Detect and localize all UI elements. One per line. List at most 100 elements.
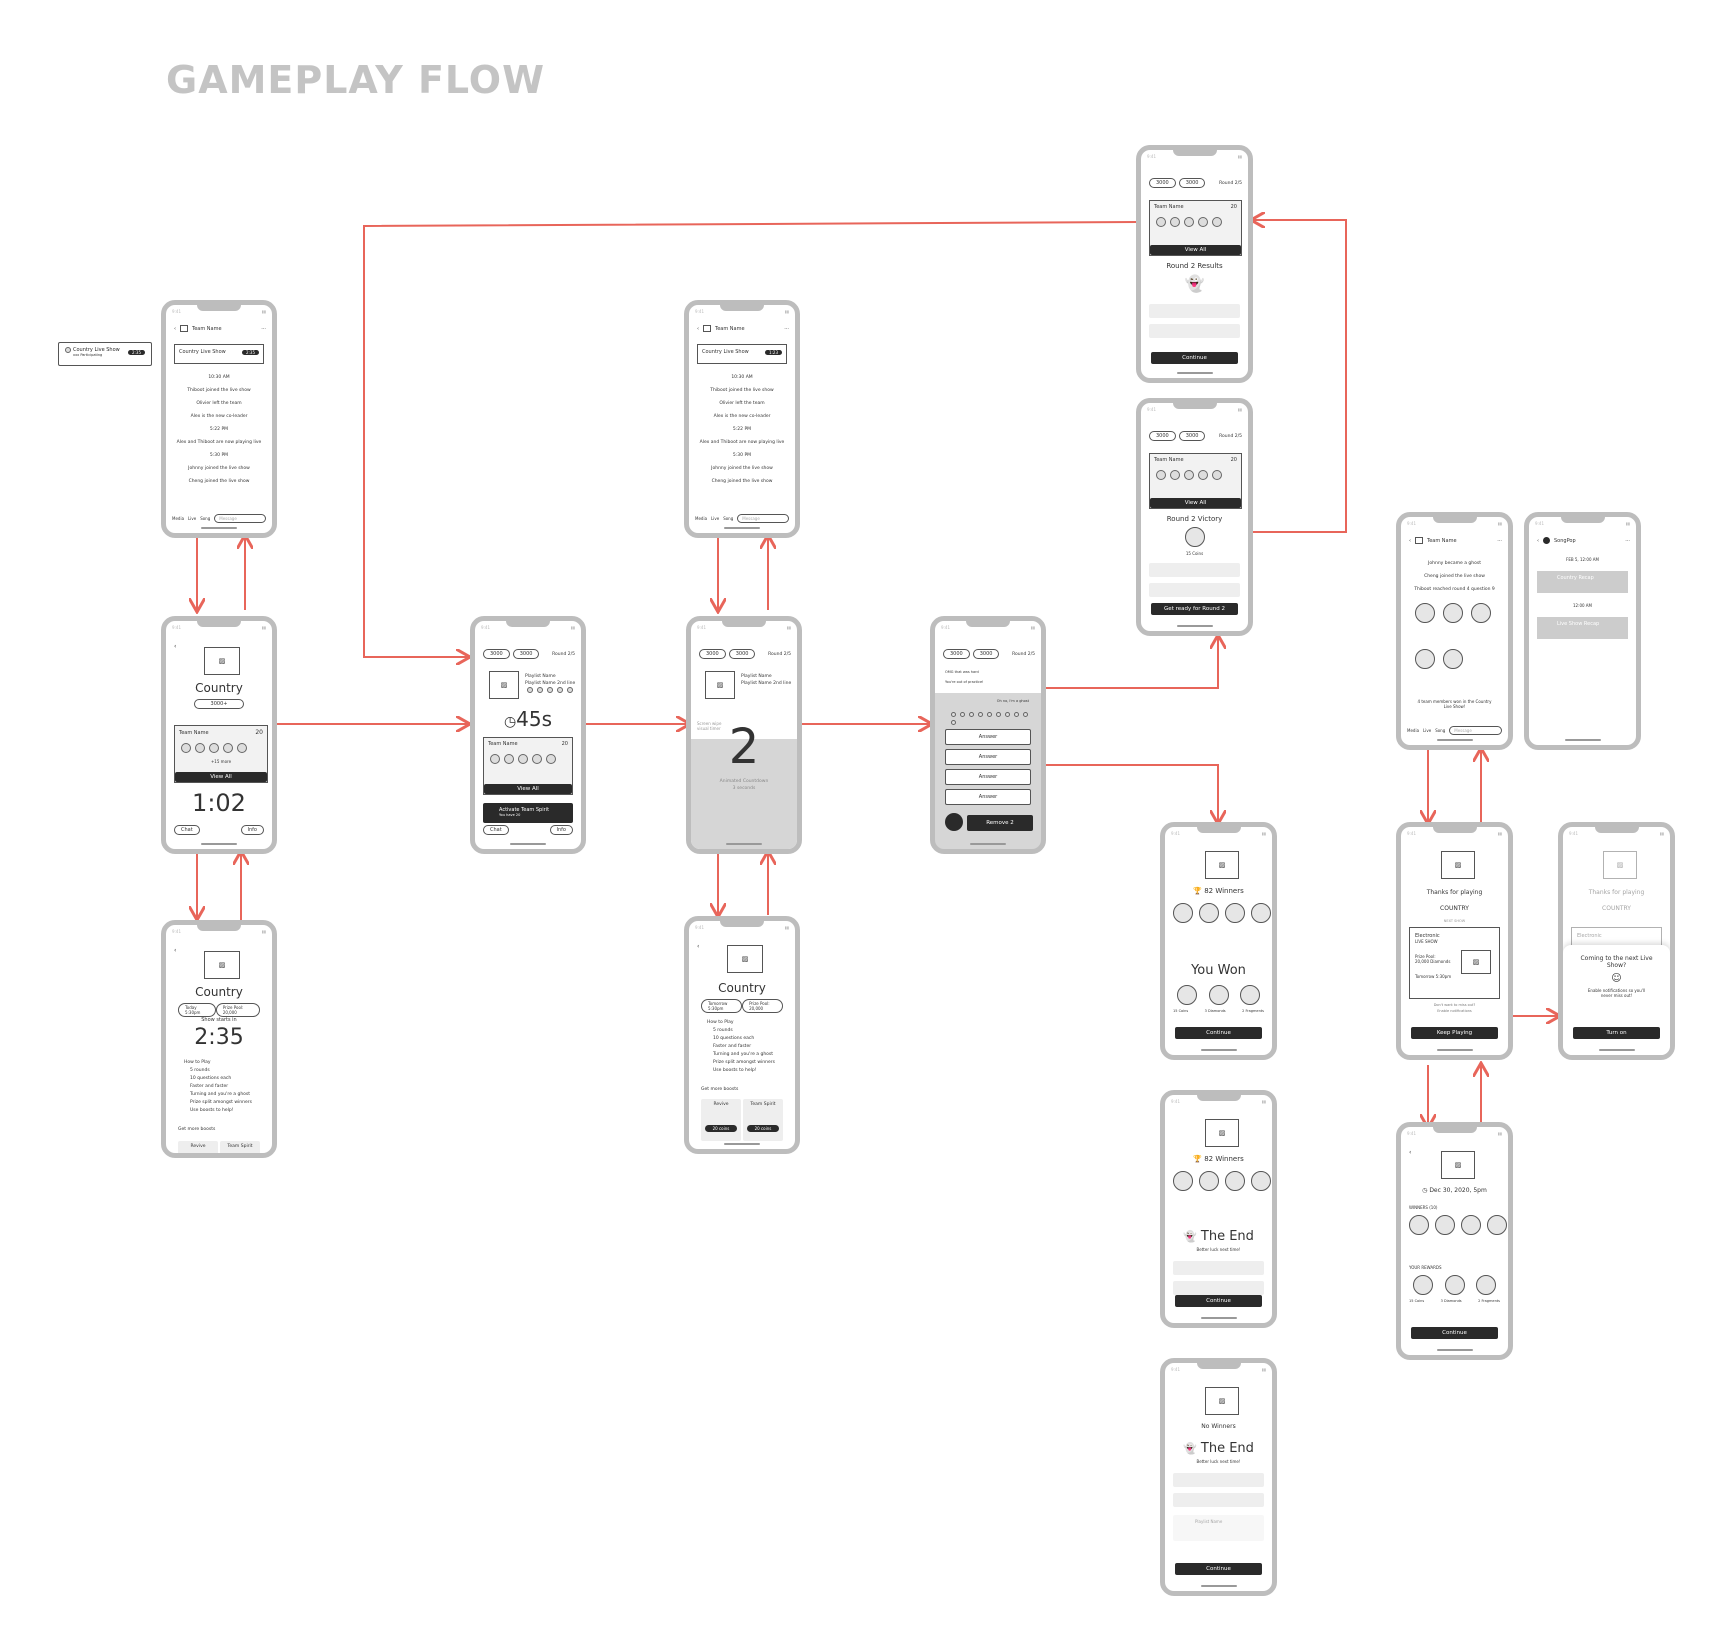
nav-live[interactable]: Live — [188, 516, 197, 521]
info-button[interactable]: Info — [240, 825, 264, 835]
coins-pill: 3000 — [483, 649, 510, 659]
result-row — [1149, 563, 1240, 577]
continue-button[interactable]: Continue — [1175, 1027, 1262, 1039]
team-name: Team Name — [1154, 457, 1184, 463]
continue-button[interactable]: Continue — [1175, 1563, 1262, 1575]
view-all-button[interactable]: View All — [175, 772, 267, 782]
more-icon[interactable]: ··· — [261, 325, 266, 332]
round-label: Round 2/5 — [768, 651, 791, 657]
live-show-banner[interactable]: Country Live Show 2:35 — [174, 344, 264, 364]
boost-team-spirit[interactable]: Team Spirit 20 coins — [743, 1099, 783, 1141]
genre-image: ▨ — [1441, 851, 1475, 879]
back-icon[interactable]: ‹ — [174, 325, 176, 332]
nav-media[interactable]: Media — [695, 516, 708, 521]
answer-option[interactable]: Answer — [945, 769, 1031, 785]
back-icon[interactable]: ‹ — [697, 943, 700, 950]
live-show-banner[interactable]: Country Live Show 1:23 — [697, 344, 787, 364]
boost-revive[interactable]: Revive 20 coins — [701, 1099, 741, 1141]
answer-option[interactable]: Answer — [945, 729, 1031, 745]
message-input[interactable]: Message — [214, 514, 266, 523]
boost-team-spirit[interactable]: Team Spirit — [220, 1141, 260, 1153]
thanks-genre: COUNTRY — [1440, 905, 1469, 912]
activate-label: Activate Team Spirit — [499, 807, 550, 813]
phone-songpop: 9:41▮▮ ‹ SongPop ··· FEB 5, 12:00 AM Cou… — [1524, 512, 1641, 750]
arrow-question-to-victory — [1045, 637, 1218, 689]
team-score: 20 — [255, 729, 263, 736]
show-badge: 1:23 — [765, 350, 782, 355]
message-input[interactable]: Message — [737, 514, 789, 523]
next-show-card[interactable]: Electronic LIVE SHOW Prize Pool: 20,000 … — [1409, 927, 1500, 999]
coin-icon — [1184, 527, 1205, 547]
reward-label: 2 Fragments — [1242, 1009, 1264, 1013]
remove-two-button[interactable]: Remove 2 — [967, 815, 1033, 831]
more-icon[interactable]: ··· — [1625, 537, 1630, 544]
boost-price[interactable]: 20 coins — [747, 1125, 779, 1132]
info-button[interactable]: Info — [549, 825, 573, 835]
chat-button[interactable]: Chat — [483, 825, 509, 835]
view-all-button[interactable]: View All — [484, 784, 572, 794]
nav-live[interactable]: Live — [1423, 728, 1432, 733]
turn-on-button[interactable]: Turn on — [1573, 1027, 1660, 1039]
more-icon[interactable]: ··· — [784, 325, 789, 332]
nav-media[interactable]: Media — [1407, 728, 1420, 733]
live-show-recap-card[interactable]: Live Show Recap — [1537, 617, 1628, 639]
howto-item: Prize split amongst winners — [190, 1100, 252, 1105]
answer-option[interactable]: Answer — [945, 789, 1031, 805]
team-score: 20 — [1230, 204, 1237, 210]
back-icon[interactable]: ‹ — [1537, 537, 1539, 544]
chip-label: Country Live Show — [73, 347, 120, 353]
keep-playing-button[interactable]: Keep Playing — [1411, 1027, 1498, 1039]
nav-song[interactable]: Song — [723, 516, 734, 521]
chat-button[interactable]: Chat — [174, 825, 200, 835]
songpop-title: SongPop — [1554, 537, 1576, 544]
continue-button[interactable]: Continue — [1151, 352, 1238, 364]
nav-media[interactable]: Media — [172, 516, 185, 521]
result-row — [1149, 324, 1240, 338]
boost-price[interactable]: 20 coins — [705, 1125, 737, 1132]
howto-item: Use boosts to help! — [713, 1068, 757, 1073]
chat-line: Alex is the new co-leader — [190, 414, 248, 419]
reward-label: 2 Fragments — [1478, 1299, 1500, 1303]
back-icon[interactable]: ‹ — [1409, 1149, 1412, 1156]
howto-title: How to Play — [184, 1060, 211, 1065]
phone-team-chat-2: 9:41▮▮ ‹ Team Name ··· Country Live Show… — [684, 300, 800, 538]
continue-button[interactable]: Continue — [1411, 1327, 1498, 1339]
phone-pre-show: 9:41▮▮ ‹ ▨ Country Today 5:30pm Prize Po… — [161, 920, 277, 1158]
country-recap-card[interactable]: Country Recap — [1537, 571, 1628, 593]
view-all-button[interactable]: View All — [1150, 498, 1241, 508]
nav-live[interactable]: Live — [711, 516, 720, 521]
back-icon[interactable]: ‹ — [174, 643, 177, 650]
chat-line: 10:30 AM — [208, 375, 230, 380]
view-all-button[interactable]: View All — [1150, 245, 1241, 255]
countdown-caption: Animated Countdown — [719, 779, 769, 784]
diamonds-pill: 3000 — [728, 649, 756, 659]
howto-item: Faster and faster — [190, 1084, 229, 1089]
nav-song[interactable]: Song — [1435, 728, 1446, 733]
activate-team-spirit-button[interactable]: Activate Team Spirit You have 20 — [483, 803, 573, 823]
back-icon[interactable]: ‹ — [1409, 537, 1411, 544]
more-icon[interactable]: ··· — [1497, 537, 1502, 544]
phone-team-chat: 9:41▮▮ ‹ Team Name ··· Country Live Show… — [161, 300, 277, 538]
back-icon[interactable]: ‹ — [697, 325, 699, 332]
nav-song[interactable]: Song — [200, 516, 211, 521]
answer-option[interactable]: Answer — [945, 749, 1031, 765]
winners-row — [1409, 1215, 1508, 1237]
back-icon[interactable]: ‹ — [174, 947, 177, 954]
boost-revive[interactable]: Revive — [178, 1141, 218, 1153]
howto-item: Use boosts to help! — [190, 1108, 234, 1113]
continue-button[interactable]: Continue — [1175, 1295, 1262, 1307]
message-input[interactable]: Message — [1449, 726, 1502, 735]
chat-line: Cheng joined the live show — [711, 479, 773, 484]
notify-link[interactable]: Enable notifications — [1437, 1009, 1472, 1013]
live-show-chip[interactable]: Country Live Show xxx Participating 2:35 — [58, 342, 152, 366]
chat-log: Johnny became a ghost Cheng joined the l… — [1401, 553, 1508, 600]
round-label: Round 2/5 — [1219, 433, 1242, 439]
get-ready-button[interactable]: Get ready for Round 2 — [1151, 603, 1238, 615]
date-separator: 12:00 AM — [1573, 603, 1592, 608]
boost-icon[interactable] — [945, 813, 963, 831]
